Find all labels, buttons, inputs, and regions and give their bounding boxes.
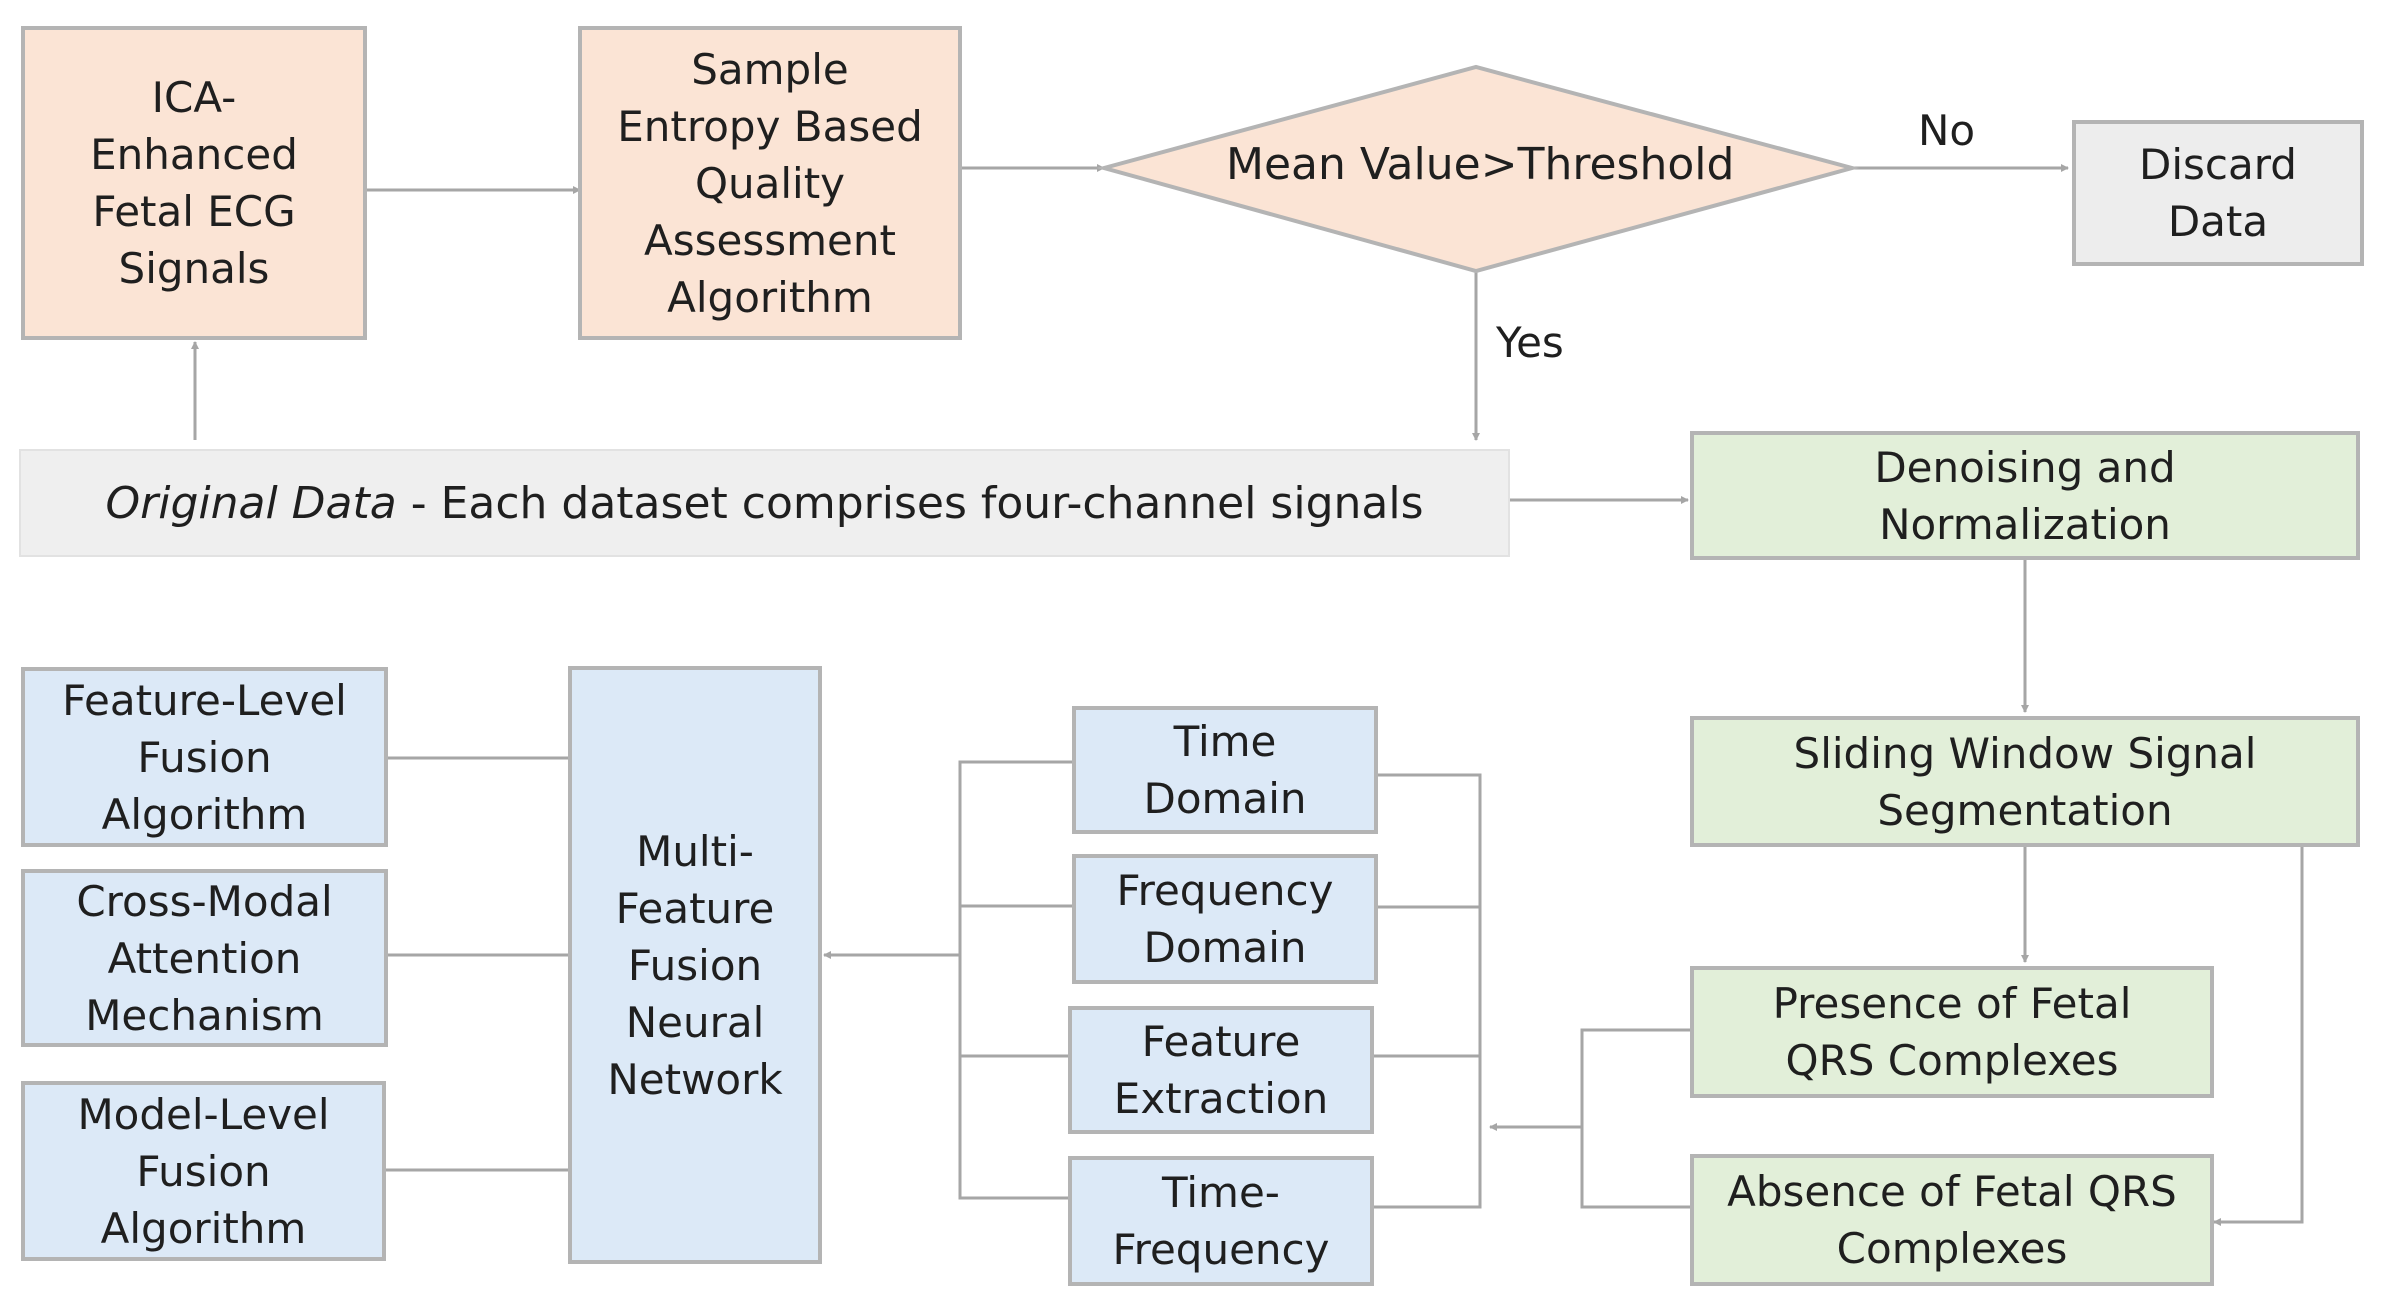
discard-line-1: Discard (2139, 140, 2297, 189)
cross-modal-line-2: Attention (107, 933, 302, 983)
absence-line-2: Complexes (1836, 1224, 2068, 1273)
sliding-window-segmentation-box: Sliding Window Signal Segmentation (1690, 716, 2360, 847)
mffnn-line-3: Fusion (627, 940, 763, 990)
time-frequency-box: Time- Frequency (1068, 1156, 1374, 1286)
original-data-rest: - Each dataset comprises four-channel si… (396, 477, 1424, 529)
sliding-line-1: Sliding Window Signal (1793, 728, 2257, 778)
decision-diamond (1096, 64, 1860, 274)
feature-level-line-1: Feature-Level (62, 675, 347, 725)
features-left-bracket (958, 760, 1072, 1200)
ica-line-3: Fetal ECG (92, 187, 296, 236)
sample-entropy-box: Sample Entropy Based Quality Assessment … (578, 26, 962, 340)
model-level-line-3: Algorithm (100, 1203, 307, 1253)
time-domain-line-2: Domain (1143, 774, 1307, 823)
absence-fetal-qrs-box: Absence of Fetal QRS Complexes (1690, 1154, 2214, 1286)
cross-modal-attention-box: Cross-Modal Attention Mechanism (21, 869, 388, 1047)
original-data-text: Original Data - Each dataset comprises f… (106, 475, 1424, 532)
mffnn-line-5: Network (607, 1054, 783, 1104)
presence-fetal-qrs-box: Presence of Fetal QRS Complexes (1690, 966, 2214, 1098)
feature-extraction-line-1: Feature (1141, 1017, 1301, 1066)
original-data-italic: Original Data (105, 477, 397, 529)
presence-line-2: QRS Complexes (1785, 1036, 2119, 1085)
entropy-line-5: Algorithm (667, 272, 873, 322)
denoising-normalization-box: Denoising and Normalization (1690, 431, 2360, 560)
entropy-line-3: Quality (694, 158, 846, 208)
feature-level-line-2: Fusion (137, 732, 272, 782)
ica-line-2: Enhanced (90, 130, 298, 179)
cross-modal-line-1: Cross-Modal (76, 876, 333, 926)
edge-presence-bracket (1580, 1028, 1690, 1209)
features-right-bracket (1374, 773, 1482, 1209)
model-level-line-1: Model-Level (77, 1089, 330, 1139)
time-domain-line-1: Time (1173, 717, 1277, 766)
feature-extraction-box: Feature Extraction (1068, 1006, 1374, 1134)
model-level-line-2: Fusion (136, 1146, 271, 1196)
entropy-line-1: Sample (691, 44, 849, 94)
denoise-line-2: Normalization (1879, 499, 2171, 549)
original-data-box: Original Data - Each dataset comprises f… (19, 449, 1510, 557)
mffnn-line-1: Multi- (636, 826, 754, 876)
edge-label-yes: Yes (1496, 318, 1564, 367)
sliding-line-2: Segmentation (1877, 785, 2173, 835)
edge-sliding-to-absence (2213, 847, 2304, 1226)
frequency-domain-line-1: Frequency (1116, 866, 1334, 915)
frequency-domain-box: Frequency Domain (1072, 854, 1378, 984)
frequency-domain-line-2: Domain (1143, 923, 1307, 972)
edge-label-no: No (1918, 106, 1976, 155)
entropy-line-2: Entropy Based (617, 101, 923, 151)
ica-enhanced-signals-box: ICA- Enhanced Fetal ECG Signals (21, 26, 367, 340)
discard-data-box: Discard Data (2072, 120, 2364, 266)
decision-label: Mean Value>Threshold (1226, 139, 1735, 190)
time-frequency-line-1: Time- (1162, 1168, 1280, 1217)
mffnn-line-2: Feature (615, 883, 775, 933)
absence-line-1: Absence of Fetal QRS (1727, 1167, 2177, 1216)
ica-line-4: Signals (118, 244, 270, 293)
ica-line-1: ICA- (151, 73, 237, 122)
time-frequency-line-2: Frequency (1112, 1225, 1330, 1274)
multi-feature-fusion-nn-box: Multi- Feature Fusion Neural Network (568, 666, 822, 1264)
discard-line-2: Data (2167, 197, 2269, 246)
time-domain-box: Time Domain (1072, 706, 1378, 834)
feature-level-line-3: Algorithm (101, 789, 308, 839)
model-level-fusion-box: Model-Level Fusion Algorithm (21, 1081, 386, 1261)
entropy-line-4: Assessment (644, 215, 896, 265)
feature-level-fusion-box: Feature-Level Fusion Algorithm (21, 667, 388, 847)
cross-modal-line-3: Mechanism (85, 990, 324, 1040)
denoise-line-1: Denoising and (1874, 442, 2176, 492)
mffnn-line-4: Neural (625, 997, 765, 1047)
feature-extraction-line-2: Extraction (1113, 1074, 1329, 1123)
presence-line-1: Presence of Fetal (1772, 979, 2132, 1028)
